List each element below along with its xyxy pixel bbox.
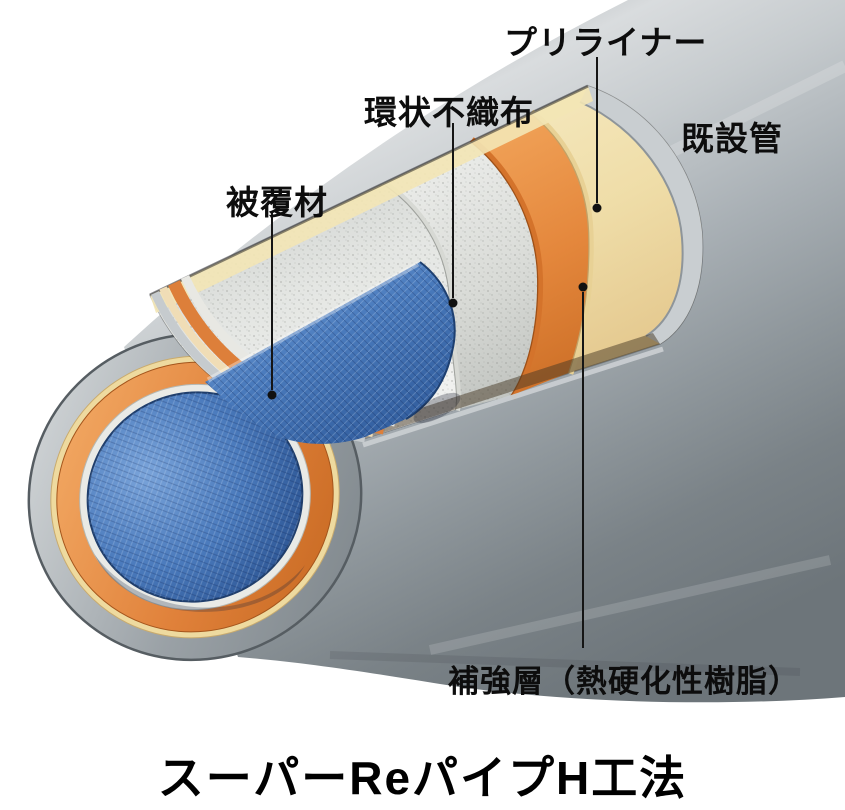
pipe-sheen-streak	[652, 60, 845, 166]
existing-pipe-cut-edge	[580, 86, 703, 344]
label-reinforcement: 補強層（熱硬化性樹脂）	[448, 664, 800, 699]
covering-face-texture	[87, 392, 303, 602]
dot-preliner	[592, 203, 602, 213]
covering-tube-highlight	[206, 261, 420, 383]
label-covering: 被覆材	[226, 184, 328, 221]
opening-top-cream-band	[150, 86, 593, 313]
leader-lines	[271, 57, 598, 648]
opening-top-edge-line	[149, 84, 589, 297]
existing-pipe-cut-edge-line	[579, 101, 684, 337]
covering-tube-shadow	[413, 392, 461, 424]
pipe-shade-streak	[329, 651, 801, 676]
pipe-sheen-streak	[428, 555, 832, 655]
dot-reinforcement	[578, 282, 588, 292]
label-preliner: プリライナー	[504, 24, 708, 61]
nonwoven-surface-texture	[385, 142, 538, 410]
dot-nonwoven	[448, 298, 458, 308]
covering-tube-texture	[205, 262, 455, 444]
dot-covering	[267, 390, 277, 400]
opening-bottom-cut-band	[362, 346, 664, 448]
covering-tube-end-line	[405, 261, 456, 420]
label-existing-pipe: 既設管	[681, 120, 783, 157]
diagram-title: スーパーReパイプH工法	[157, 752, 688, 804]
reinforcement-surface	[470, 114, 589, 396]
covering-face-shadow	[95, 555, 305, 612]
pointer-dots	[267, 203, 602, 400]
label-nonwoven: 環状不織布	[364, 94, 534, 131]
